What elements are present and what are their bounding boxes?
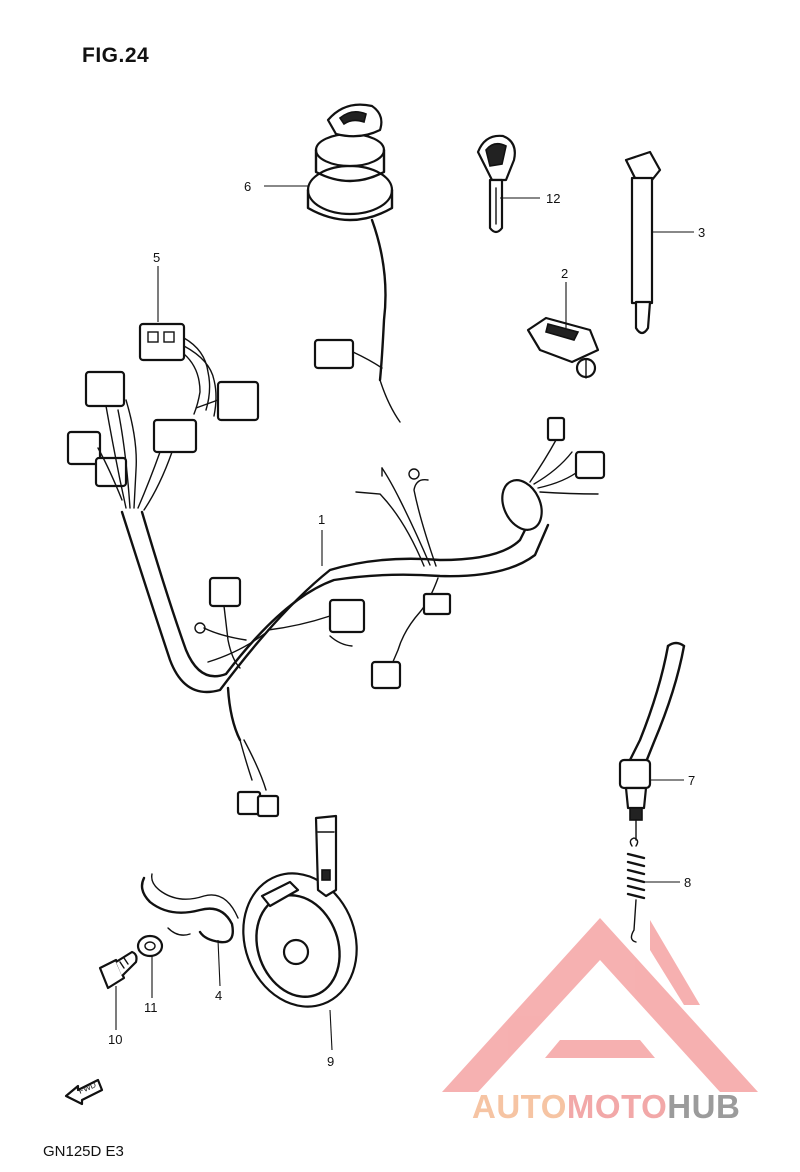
- figure-title: FIG.24: [82, 44, 150, 67]
- watermark-moto: MOTO: [566, 1088, 668, 1125]
- callout-4: 4: [215, 988, 222, 1003]
- washer-drawing: [136, 934, 164, 958]
- bolt-drawing: [98, 950, 138, 990]
- sub-harness-drawing: [138, 322, 260, 422]
- watermark-text: AUTOMOTOHUB: [472, 1088, 740, 1126]
- callout-10: 10: [108, 1032, 122, 1047]
- watermark-auto: AUTO: [472, 1088, 567, 1125]
- callout-9: 9: [327, 1054, 334, 1069]
- callout-3: 3: [698, 225, 705, 240]
- horn-drawing: [242, 814, 358, 1008]
- callout-labels: 1 2 3 4 5 6 7 8 9 10 11 12: [108, 179, 705, 1069]
- brake-switch-drawing: [618, 641, 686, 841]
- wiring-harness-drawing: [66, 370, 606, 818]
- ignition-switch-drawing: [306, 103, 401, 423]
- clamp-drawing: [140, 873, 239, 944]
- key-drawing: [476, 134, 516, 234]
- model-code: GN125D E3: [43, 1143, 124, 1160]
- callout-1: 1: [318, 512, 325, 527]
- callout-12: 12: [546, 191, 560, 206]
- clutch-switch-drawing: [526, 316, 600, 379]
- callout-7: 7: [688, 773, 695, 788]
- watermark-hub: HUB: [667, 1088, 741, 1125]
- callout-8: 8: [684, 875, 691, 890]
- callout-6: 6: [244, 179, 251, 194]
- fwd-arrow: FWD: [64, 1078, 104, 1106]
- callout-2: 2: [561, 266, 568, 281]
- callout-11: 11: [144, 1000, 158, 1015]
- band-drawing: [624, 150, 662, 335]
- leader-lines: [115, 185, 694, 1051]
- watermark-logo: [442, 918, 758, 1092]
- spring-drawing: [626, 837, 646, 943]
- callout-5: 5: [153, 250, 160, 265]
